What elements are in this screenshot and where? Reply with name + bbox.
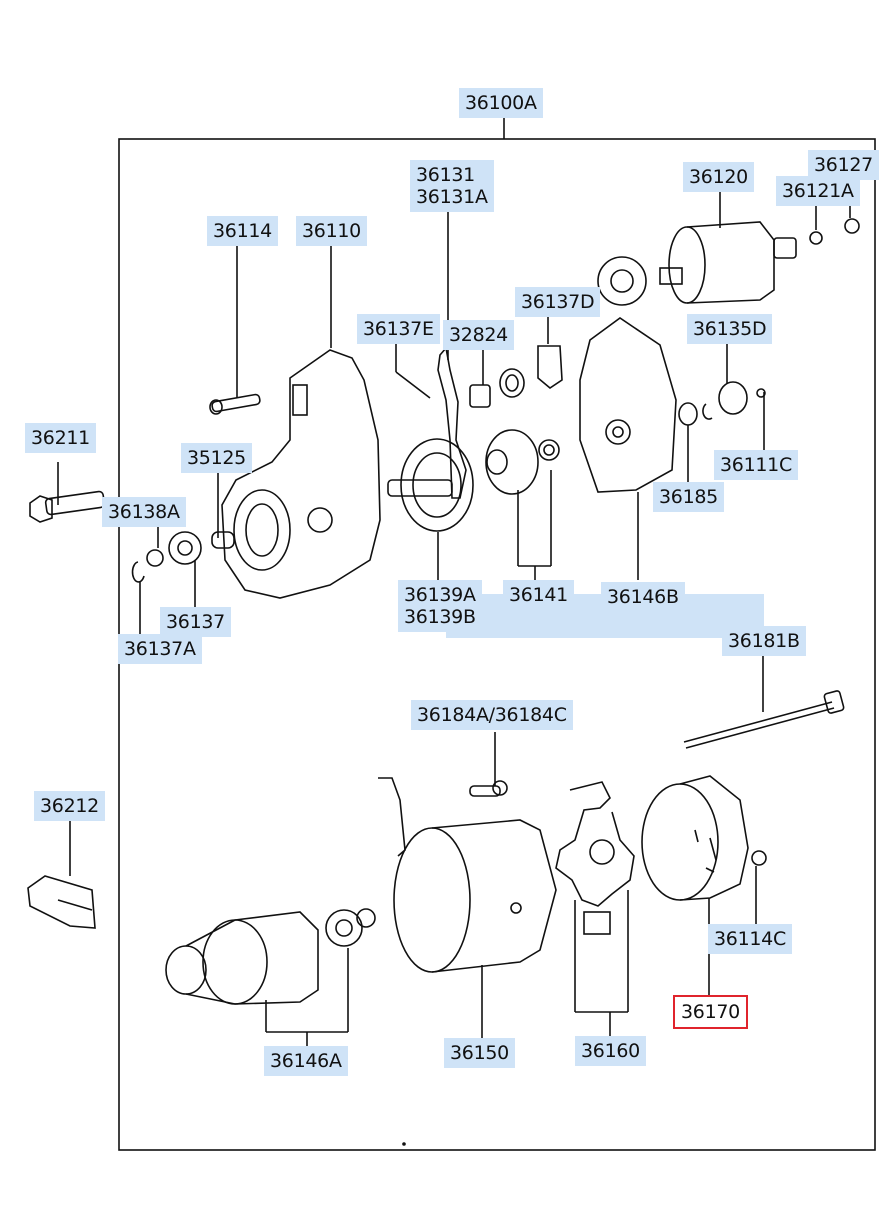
part-label-36127[interactable]: 36127 xyxy=(808,150,879,180)
bracket-36137D xyxy=(537,312,563,389)
part-number-36131: 36131 xyxy=(416,164,475,186)
pinion-35125 xyxy=(211,470,235,549)
clip-36137A xyxy=(131,561,145,636)
part-label-36141[interactable]: 36141 xyxy=(503,580,574,610)
housing-36110 xyxy=(221,245,381,599)
part-number-36139A: 36139A xyxy=(404,584,476,606)
part-label-36100A[interactable]: 36100A xyxy=(459,88,543,118)
gear-36141 xyxy=(485,429,560,582)
part-label-36138A[interactable]: 36138A xyxy=(102,497,186,527)
part-label-36137A[interactable]: 36137A xyxy=(118,634,202,664)
part-label-36146B[interactable]: 36146B xyxy=(601,582,685,612)
part-label-36170[interactable]: 36170 xyxy=(673,995,748,1029)
part-label-32824[interactable]: 32824 xyxy=(443,320,514,350)
brush-holder-36160 xyxy=(555,781,635,1036)
part-label-36135D[interactable]: 36135D xyxy=(687,314,773,344)
part-label-36137[interactable]: 36137 xyxy=(160,607,231,637)
part-label-36160[interactable]: 36160 xyxy=(575,1036,646,1066)
part-number-36131A: 36131A xyxy=(416,186,488,208)
yoke-36150 xyxy=(378,777,557,1038)
part-label-36111C[interactable]: 36111C xyxy=(714,450,798,480)
part-label-36120[interactable]: 36120 xyxy=(683,162,754,192)
slash-separator: / xyxy=(488,704,495,726)
part-label-36146A[interactable]: 36146A xyxy=(264,1046,348,1076)
part-number-36184A: 36184A xyxy=(417,704,489,726)
bolt-36114 xyxy=(209,245,261,415)
screw-36184A xyxy=(469,732,508,797)
part-label-36139A[interactable]: 36139A 36139B xyxy=(398,580,482,632)
part-label-36114[interactable]: 36114 xyxy=(207,216,278,246)
bolt-36211 xyxy=(29,462,106,523)
housing-36146B xyxy=(579,256,677,580)
part-label-36212[interactable]: 36212 xyxy=(34,791,105,821)
part-label-36211[interactable]: 36211 xyxy=(25,423,96,453)
armature-36146A xyxy=(165,908,376,1046)
part-label-36137D[interactable]: 36137D xyxy=(515,287,601,317)
spring-32824 xyxy=(469,348,525,408)
part-number-36184C: 36184C xyxy=(494,704,567,726)
part-label-36184A[interactable]: 36184A/36184C xyxy=(411,700,573,730)
nut-36121A xyxy=(809,202,823,245)
shaft-36139A xyxy=(387,438,474,580)
lever-36131 xyxy=(395,210,467,499)
gear-36137 xyxy=(168,531,202,608)
part-label-36137E[interactable]: 36137E xyxy=(357,314,440,344)
end-cover-36170 xyxy=(641,775,767,997)
part-label-36181B[interactable]: 36181B xyxy=(722,626,806,656)
part-label-36185[interactable]: 36185 xyxy=(653,482,724,512)
washer-36138A xyxy=(146,526,164,567)
through-bolt-36181B xyxy=(683,652,845,749)
part-label-36121A[interactable]: 36121A xyxy=(776,176,860,206)
part-label-36114C[interactable]: 36114C xyxy=(708,924,792,954)
part-label-36150[interactable]: 36150 xyxy=(444,1038,515,1068)
cap-36135D xyxy=(718,342,766,450)
part-label-36131[interactable]: 36131 36131A xyxy=(410,160,494,212)
part-number-36139B: 36139B xyxy=(404,606,476,628)
part-label-35125[interactable]: 35125 xyxy=(181,443,252,473)
part-label-36110[interactable]: 36110 xyxy=(296,216,367,246)
solenoid-36120 xyxy=(659,192,797,304)
bracket-36212 xyxy=(27,820,96,929)
ring-36185 xyxy=(678,402,713,486)
